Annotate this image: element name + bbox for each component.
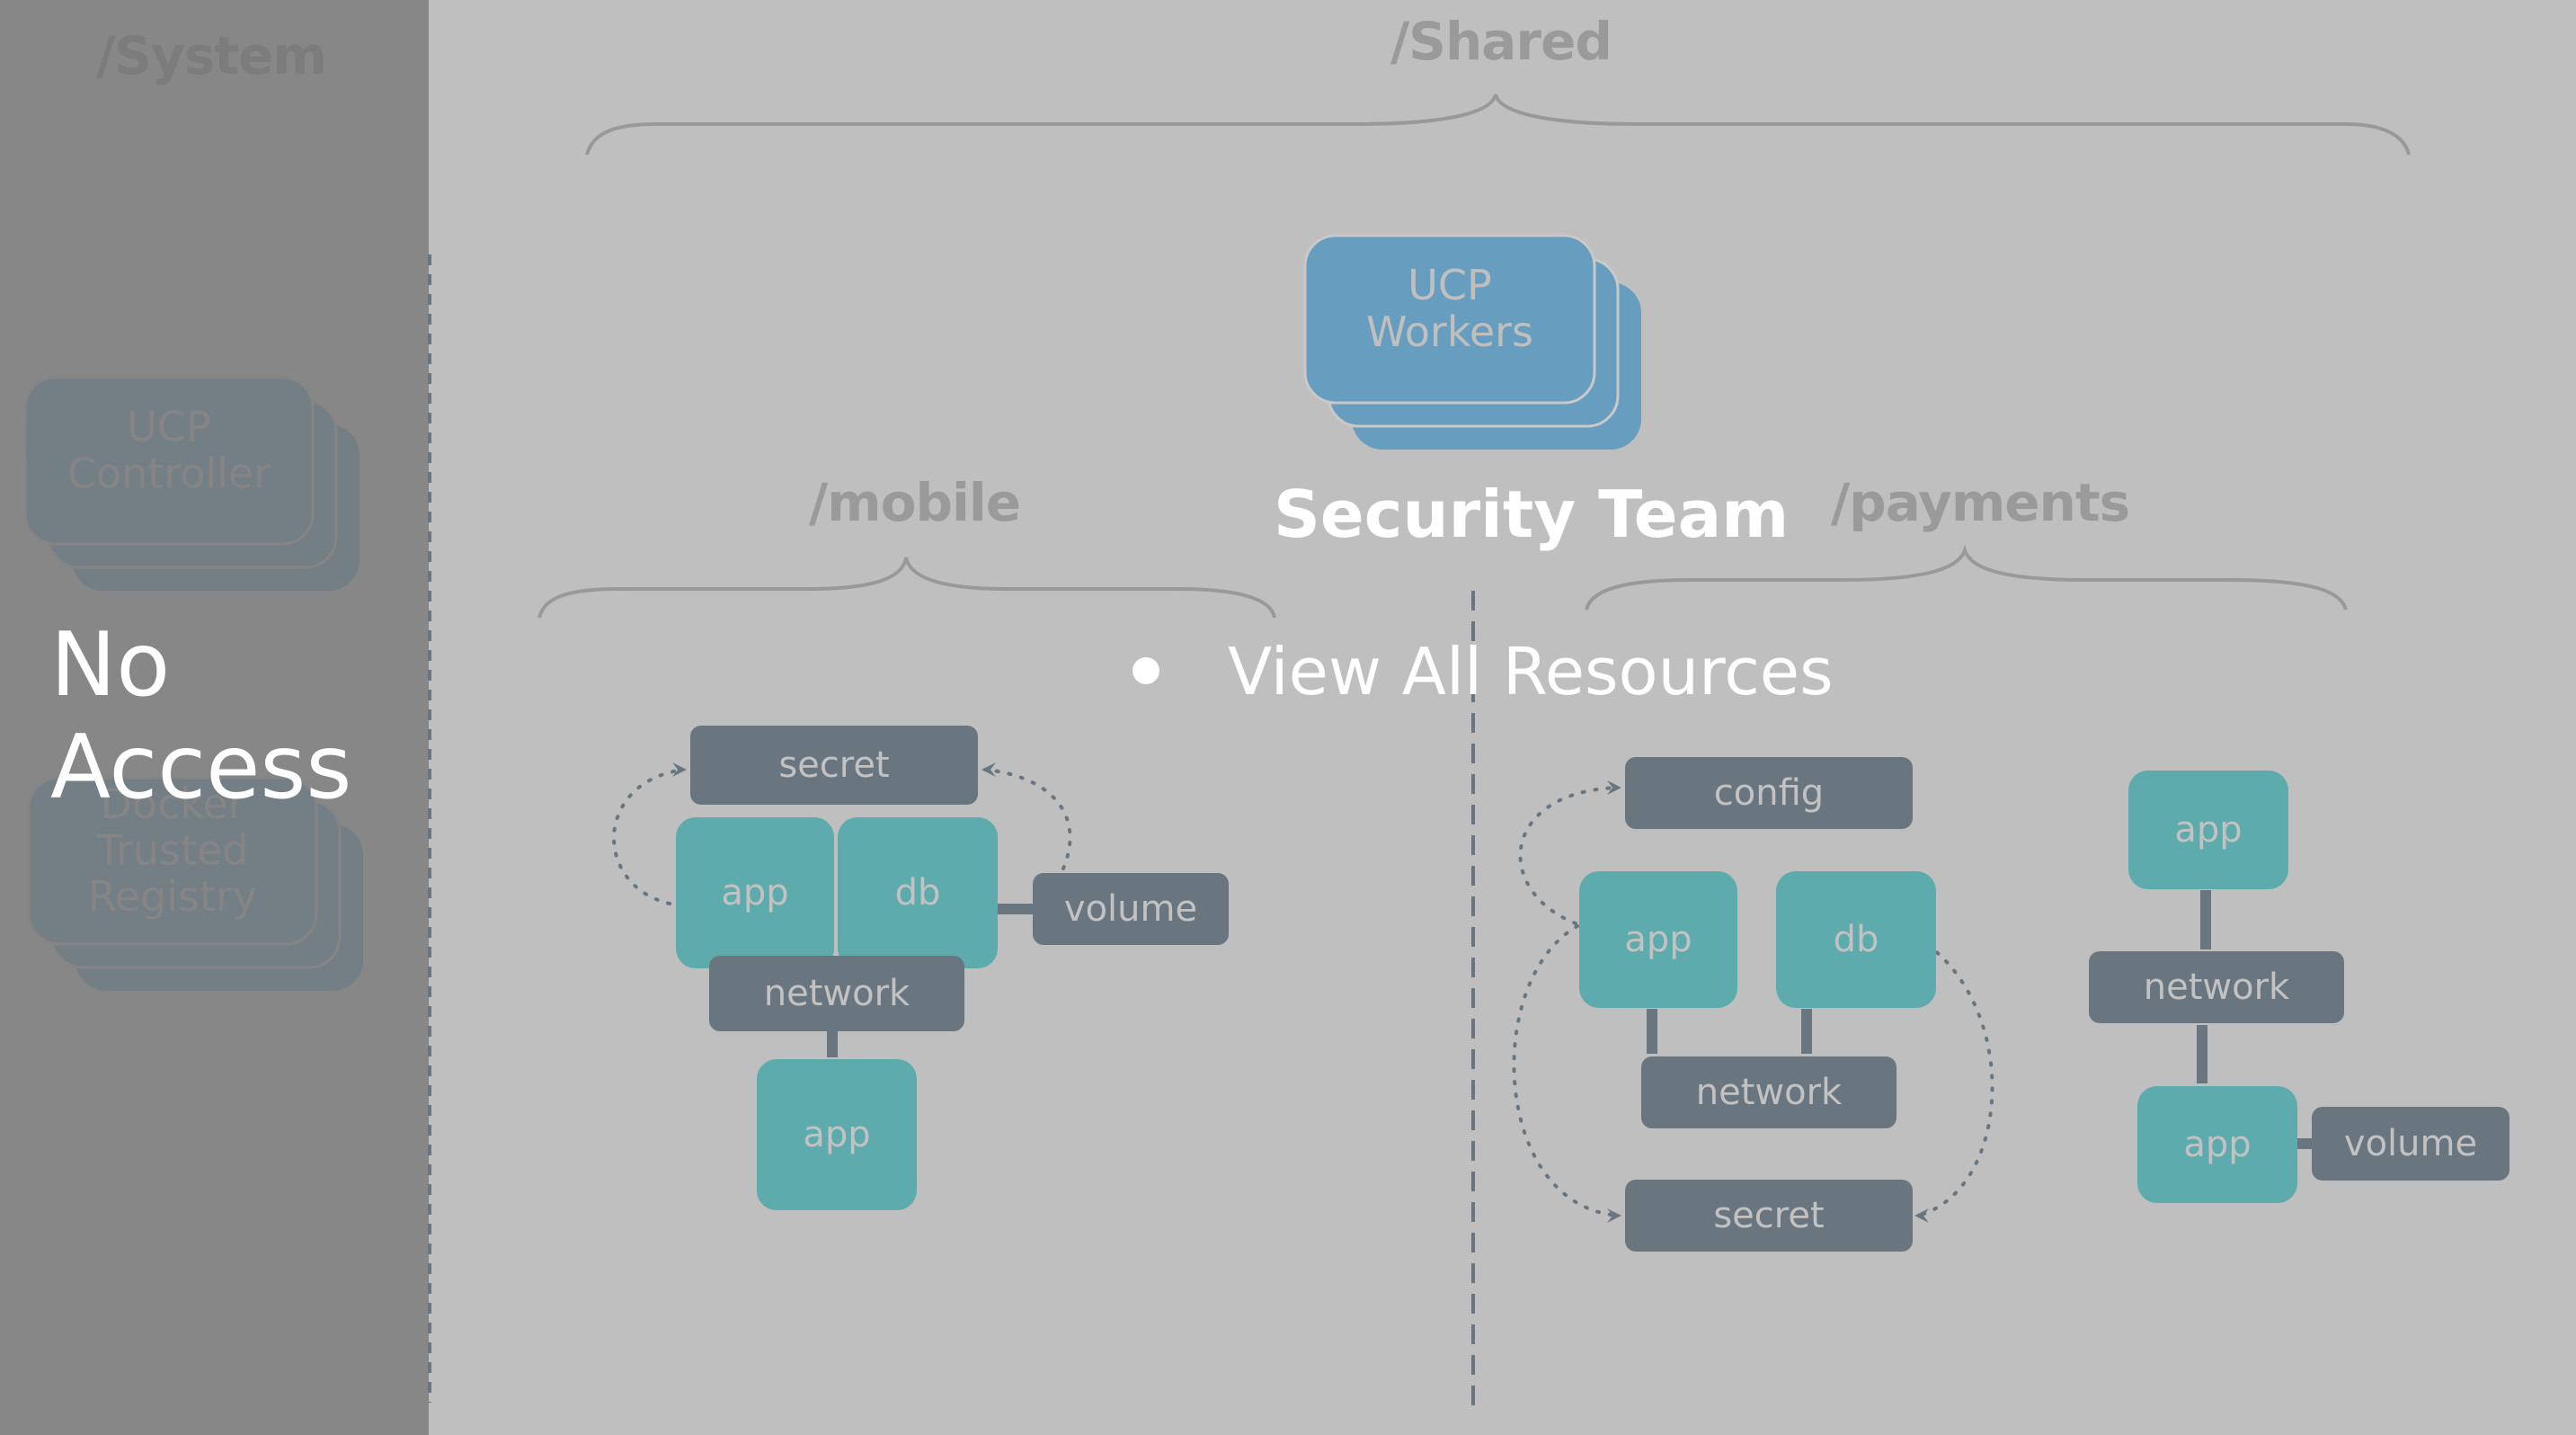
payments-config-shape [1625, 757, 1913, 829]
mobile-network[interactable]: network [709, 956, 964, 1031]
mobile-secret[interactable]: secret [690, 726, 978, 805]
mobile-network-shape [709, 956, 964, 1031]
payments-app-label: app [1624, 919, 1692, 960]
mobile-scope-title: /mobile [809, 472, 1021, 533]
payments-db-label: db [1834, 919, 1879, 960]
mobile-volume[interactable]: volume [1033, 873, 1229, 945]
mobile-network-label: network [764, 973, 910, 1014]
ucp-controller-node-label: UCP [127, 403, 211, 451]
mobile-db-label: db [895, 872, 941, 914]
mobile-db-shape [838, 817, 998, 968]
payments-network-b-shape [2089, 951, 2344, 1023]
arrowhead-icon [1607, 780, 1621, 795]
shared-brace [585, 94, 2411, 156]
payments-db-shape [1776, 871, 1936, 1008]
ucp-controller-node-card [23, 376, 315, 546]
payments-db[interactable]: db [1776, 871, 1936, 1008]
payments-network-b[interactable]: network [2089, 951, 2344, 1023]
mobile-app-shape [676, 817, 834, 968]
payments-volume[interactable]: volume [2312, 1107, 2509, 1181]
payments-app-shape [1579, 871, 1737, 1008]
mobile-secret-shape [690, 726, 978, 805]
payments-config[interactable]: config [1625, 757, 1913, 829]
dtr-node-label: Docker [100, 780, 244, 828]
mobile-brace [537, 557, 1276, 619]
ucp-workers-node-card [1303, 234, 1596, 405]
payments-config-label: config [1714, 772, 1824, 814]
payments-secret-shape [1625, 1180, 1913, 1252]
arrowhead-icon [672, 762, 687, 777]
mobile-app-label: app [721, 872, 788, 914]
mobile-secret-label: secret [778, 744, 889, 786]
ucp-controller-node-label: Controller [67, 449, 271, 497]
payments-app[interactable]: app [1579, 871, 1737, 1008]
bullet-icon [1133, 657, 1159, 685]
dtr-node-label: Registry [88, 872, 257, 921]
arrowhead-icon [1607, 1208, 1621, 1223]
dtr-node-label: Trusted [96, 826, 249, 875]
permission-item: View All Resources [1133, 634, 1834, 709]
payments-app-c[interactable]: app [2137, 1086, 2297, 1203]
mobile-volume-shape [1033, 873, 1229, 945]
mobile-db[interactable]: db [838, 817, 998, 968]
shared-scope-title: /Shared [1390, 11, 1612, 72]
ucp-workers-node-label: UCP [1408, 261, 1492, 309]
mobile-app2-shape [757, 1059, 917, 1210]
mobile-volume-label: volume [1064, 888, 1197, 930]
payments-network-shape [1641, 1056, 1896, 1128]
mobile-app2-label: app [803, 1114, 870, 1155]
no-access-label: No Access [50, 614, 352, 819]
payments-app-b[interactable]: app [2128, 771, 2288, 889]
payments-app-b-shape [2128, 771, 2288, 889]
dotted-volume-secret [983, 768, 1072, 870]
mobile-app[interactable]: app [676, 817, 834, 968]
payments-network-b-label: network [2144, 967, 2290, 1008]
arrowhead-icon [982, 762, 996, 777]
payments-scope-title: /payments [1831, 472, 2130, 533]
arrowhead-icon [1914, 1208, 1929, 1223]
team-name: Security Team [1274, 477, 1790, 552]
payments-secret[interactable]: secret [1625, 1180, 1913, 1252]
mobile-app2[interactable]: app [757, 1059, 917, 1210]
system-no-access-panel [0, 0, 429, 1435]
ucp-workers-node-label: Workers [1366, 308, 1533, 356]
payments-app-c-shape [2137, 1086, 2297, 1203]
payments-network-label: network [1696, 1072, 1843, 1113]
dotted-db-secret-pay [1880, 921, 1994, 1217]
dotted-app-config [1518, 786, 1620, 925]
payments-secret-label: secret [1713, 1195, 1824, 1236]
dtr-node-card [27, 776, 318, 946]
payments-brace [1585, 544, 2348, 611]
payments-volume-label: volume [2344, 1123, 2477, 1164]
system-scope-title: /System [96, 25, 327, 86]
payments-app-c-label: app [2183, 1124, 2251, 1165]
payments-network[interactable]: network [1641, 1056, 1896, 1128]
payments-app-b-label: app [2174, 809, 2242, 851]
permission-label: View All Resources [1228, 634, 1834, 709]
dotted-app-secret [612, 768, 685, 905]
payments-volume-shape [2312, 1107, 2509, 1181]
